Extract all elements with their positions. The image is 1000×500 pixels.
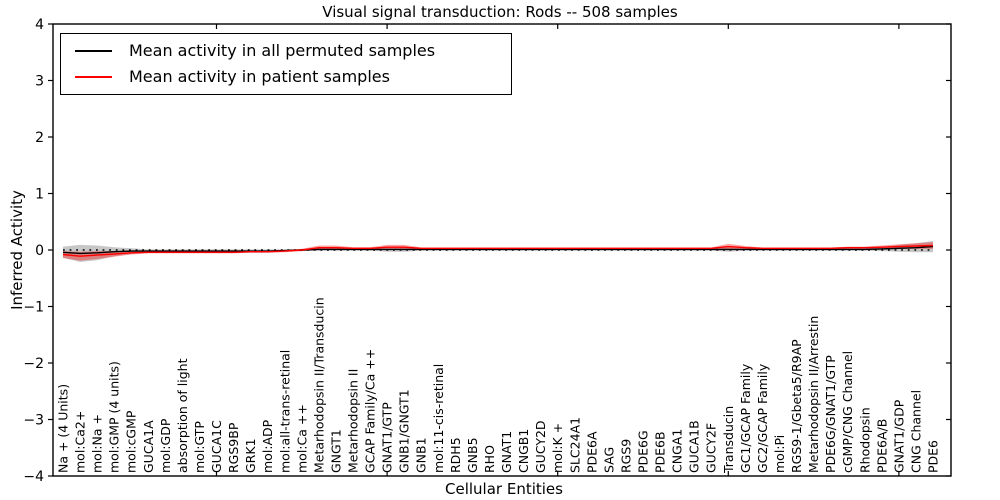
y-tick-label: −3 bbox=[23, 412, 44, 428]
x-tick-label: RHO bbox=[482, 445, 497, 473]
x-tick-label: mol:Na + bbox=[90, 414, 105, 473]
x-axis-label: Cellular Entities bbox=[445, 480, 563, 498]
y-tick-label: 0 bbox=[35, 243, 44, 259]
x-tick-label: Metarhodopsin II bbox=[346, 369, 361, 473]
x-tick-label: RGS9-1/Gbeta5/R9AP bbox=[789, 339, 804, 473]
x-tick-label: SLC24A1 bbox=[567, 417, 582, 473]
x-tick-label: mol:Pi bbox=[772, 435, 787, 473]
x-tick-label: Transducin bbox=[721, 406, 736, 474]
y-tick-label: 1 bbox=[35, 186, 44, 202]
x-tick-label: SAG bbox=[601, 447, 616, 473]
x-tick-label: GNAT1/GTP bbox=[380, 402, 395, 473]
chart-title: Visual signal transduction: Rods -- 508 … bbox=[322, 3, 678, 21]
y-tick-label: 2 bbox=[35, 130, 44, 146]
x-tick-label: GUCY2F bbox=[704, 423, 719, 473]
x-tick-label: GUCA1B bbox=[687, 420, 702, 473]
x-tick-label: PDE6A bbox=[584, 431, 599, 473]
x-tick-label: cGMP/CNG Channel bbox=[840, 351, 855, 473]
legend: Mean activity in all permuted samples Me… bbox=[60, 33, 512, 95]
x-tick-label: GC2/GCAP Family bbox=[755, 363, 770, 473]
legend-label: Mean activity in all permuted samples bbox=[129, 41, 436, 61]
x-tick-label: PDE6G/GNAT1/GTP bbox=[823, 355, 838, 473]
x-tick-label: Metarhodopsin II/Transducin bbox=[311, 297, 326, 473]
x-tick-label: GNB1/GNGT1 bbox=[397, 389, 412, 473]
x-tick-label: CNG Channel bbox=[908, 390, 923, 473]
y-axis-label: Inferred Activity bbox=[8, 190, 26, 310]
x-tick-label: GUCA1C bbox=[209, 420, 224, 473]
x-tick-label: mol:11-cis-retinal bbox=[431, 364, 446, 473]
x-tick-label: Rhodopsin bbox=[857, 407, 872, 473]
x-tick-label: GCAP Family/Ca ++ bbox=[363, 349, 378, 473]
x-tick-label: RGS9 bbox=[618, 439, 633, 473]
x-tick-label: GUCA1A bbox=[141, 420, 156, 473]
x-tick-label: PDE6G bbox=[636, 430, 651, 473]
x-tick-label: GNAT1 bbox=[499, 431, 514, 473]
legend-line-sample-red bbox=[75, 75, 112, 78]
x-tick-label: absorption of light bbox=[175, 358, 190, 473]
x-tick-label: mol:Ca2+ bbox=[73, 411, 88, 473]
x-tick-label: Metarhodopsin II/Arrestin bbox=[806, 316, 821, 473]
x-tick-label: mol:cGMP bbox=[124, 410, 139, 473]
x-tick-label: PDE6 bbox=[926, 440, 941, 473]
x-tick-label: mol:GMP (4 units) bbox=[107, 361, 122, 473]
legend-label: Mean activity in patient samples bbox=[129, 66, 390, 86]
y-tick-label: 3 bbox=[35, 73, 44, 89]
x-tick-label: GRK1 bbox=[243, 438, 258, 473]
x-tick-label: mol:Ca ++ bbox=[294, 404, 309, 473]
y-tick-label: −4 bbox=[23, 469, 44, 485]
legend-entry-patient: Mean activity in patient samples bbox=[75, 66, 511, 86]
x-tick-label: mol:GTP bbox=[192, 421, 207, 473]
x-tick-label: GNB1 bbox=[414, 437, 429, 473]
series-line bbox=[62, 245, 934, 255]
x-tick-label: mol:all-trans-retinal bbox=[277, 350, 292, 473]
x-tick-label: RDH5 bbox=[448, 437, 463, 473]
series-line bbox=[62, 244, 934, 257]
x-tick-label: GNGT1 bbox=[328, 429, 343, 473]
x-tick-label: GC1/GCAP Family bbox=[738, 363, 753, 473]
legend-line-sample-black bbox=[75, 50, 112, 53]
x-tick-label: CNGB1 bbox=[516, 429, 531, 473]
x-tick-label: mol:ADP bbox=[260, 419, 275, 473]
x-tick-label: mol:GDP bbox=[158, 418, 173, 473]
x-tick-label: CNGA1 bbox=[670, 429, 685, 473]
x-tick-label: GUCY2D bbox=[533, 420, 548, 473]
x-tick-label: PDE6A/B bbox=[874, 419, 889, 473]
x-tick-label: GNAT1/GDP bbox=[891, 399, 906, 473]
x-tick-label: mol:K + bbox=[550, 423, 565, 473]
legend-entry-permuted: Mean activity in all permuted samples bbox=[75, 43, 511, 59]
x-tick-label: GNB5 bbox=[465, 437, 480, 473]
y-tick-label: −1 bbox=[23, 299, 44, 315]
x-tick-label: RGS9BP bbox=[226, 422, 241, 473]
x-tick-label: PDE6B bbox=[653, 431, 668, 473]
y-tick-label: −2 bbox=[23, 356, 44, 372]
series-band bbox=[63, 242, 933, 261]
y-tick-label: 4 bbox=[35, 17, 44, 33]
x-tick-label: Na + (4 Units) bbox=[56, 384, 71, 473]
